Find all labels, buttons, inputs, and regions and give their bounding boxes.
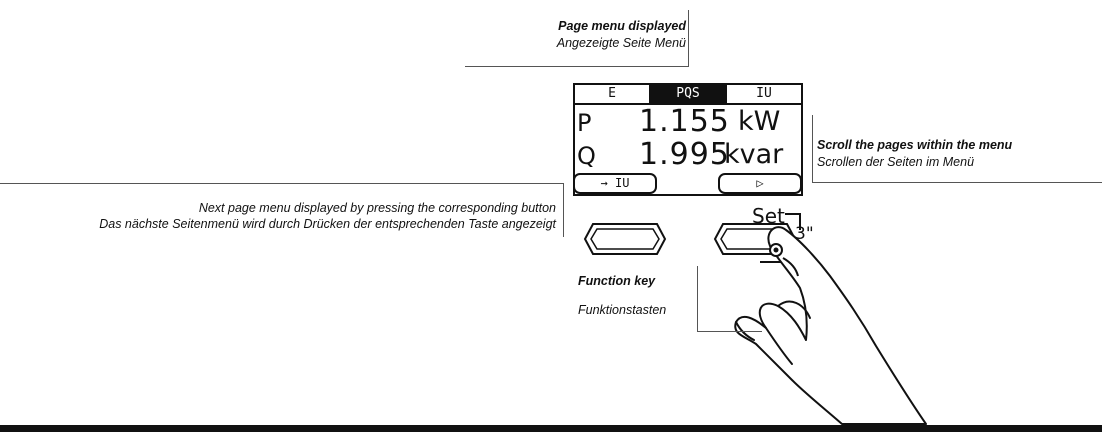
tab-energy: E [608,86,616,101]
row-q-unit: kvar [724,139,784,170]
hold-time-label: 3" [795,224,814,244]
set-label: Set [752,204,785,228]
next-page-leader-vertical [563,183,564,237]
page-menu-leader-vertical [688,10,689,67]
menu-tabs: E PQS IU [575,85,801,105]
row-p-value: 1.155 [639,104,730,139]
function-key-leader-vertical [697,266,698,332]
row-q-value: 1.995 [639,137,730,172]
next-page-callout-line1: Next page menu displayed by pressing the… [198,201,556,215]
page-menu-callout-title: Page menu displayed [558,19,686,33]
row-p-unit: kW [738,106,781,137]
next-page-callout-line2: Das nächste Seitenmenü wird durch Drücke… [99,217,556,231]
scroll-callout-title: Scroll the pages within the menu [817,138,1013,152]
tab-iu: IU [725,85,801,103]
scroll-leader-vertical [812,115,813,183]
function-key-callout-title: Function key [578,274,656,288]
lcd-display: E PQS IU P 1.155 kW Q 1.995 kvar → IU ▷ [573,83,803,196]
page-menu-callout-subtitle: Angezeigte Seite Menü [556,36,686,50]
scroll-leader-horizontal [812,182,1102,183]
left-function-button[interactable] [583,222,667,256]
tab-pqs: PQS [649,85,725,103]
bottom-rule [0,425,1102,432]
row-q-label: Q [577,142,596,170]
right-function-button[interactable] [713,222,797,256]
right-softkey-label: ▷ [718,173,802,194]
left-softkey-label: → IU [573,173,657,194]
next-page-leader-horizontal [0,183,564,184]
page-menu-leader-horizontal [465,66,689,67]
function-key-callout-subtitle: Funktionstasten [578,303,667,317]
scroll-callout-subtitle: Scrollen der Seiten im Menü [817,155,975,169]
function-key-leader-horizontal [697,331,762,332]
row-p-label: P [577,109,592,137]
